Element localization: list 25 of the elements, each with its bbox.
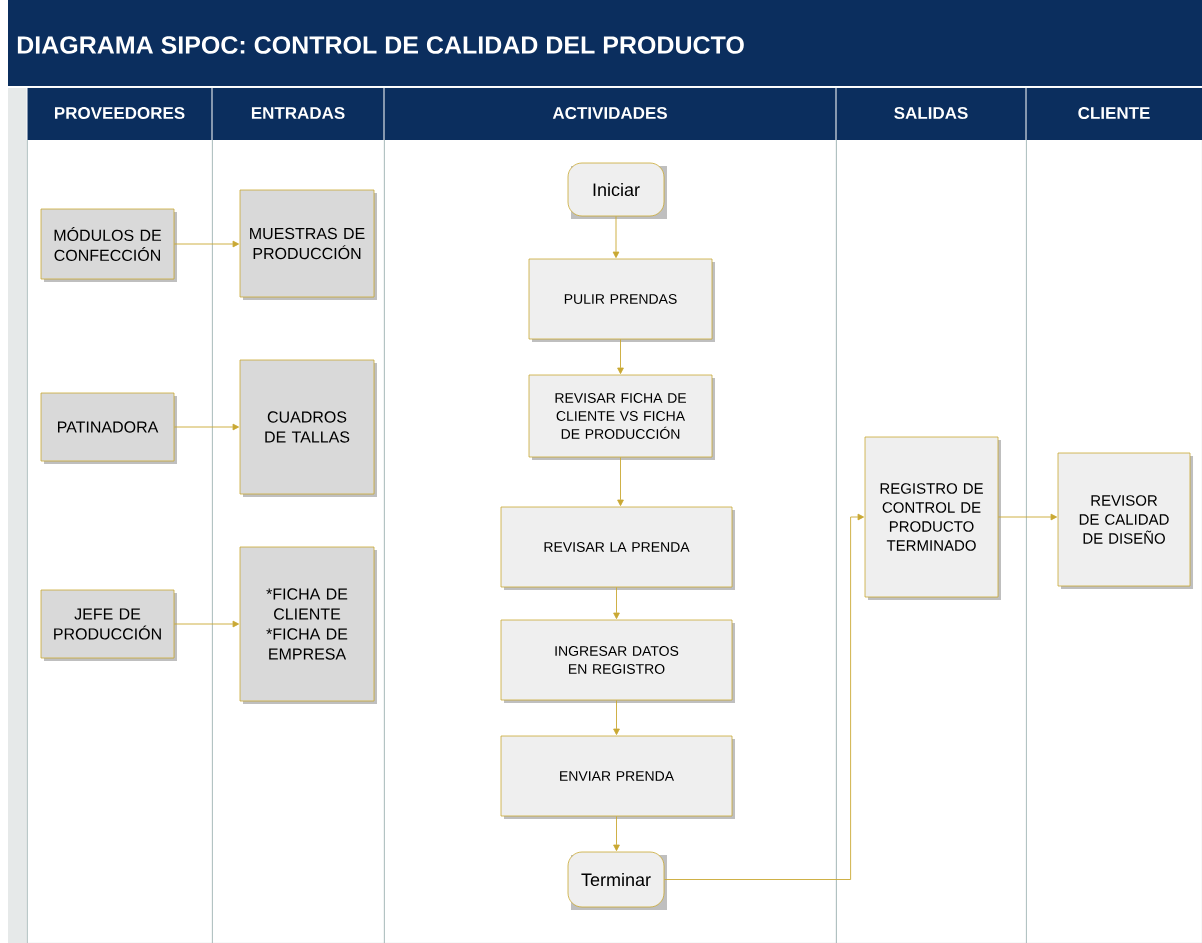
arrow — [173, 240, 240, 248]
process-box: INGRESAR DATOS EN REGISTRO — [500, 619, 735, 703]
supplier-box: JEFE DE PRODUCCIÓN — [40, 589, 177, 661]
input-box: CUADROS DE TALLAS — [239, 359, 377, 497]
arrow — [613, 815, 620, 852]
title-bar: DIAGRAMA SIPOC: CONTROL DE CALIDAD DEL PRODUCTO — [8, 0, 1202, 86]
arrow — [617, 456, 624, 507]
input-box: MUESTRAS DE PRODUCCIÓN — [239, 189, 377, 300]
output-box: REVISOR DE CALIDAD DE DISEÑO — [1057, 452, 1193, 589]
arrow — [997, 513, 1058, 521]
arrow — [663, 513, 865, 880]
arrow — [613, 699, 620, 736]
arrow — [617, 338, 624, 375]
process-box: REVISAR FICHA DE CLIENTE VS FICHA DE PRODUCCIÓN — [528, 374, 715, 460]
arrow — [612, 215, 620, 259]
input-box: *FICHA DE CLIENTE *FICHA DE EMPRESA — [239, 546, 377, 704]
output-box: REGISTRO DE CONTROL DE PRODUCTO TERMINADO — [864, 436, 1001, 600]
supplier-box: PATINADORA — [40, 392, 177, 464]
arrow — [613, 586, 620, 620]
process-box: REVISAR LA PRENDA — [500, 506, 735, 590]
supplier-box: MÓDULOS DE CONFECCIÓN — [40, 208, 177, 282]
arrow — [173, 620, 240, 628]
arrow — [173, 423, 240, 431]
process-box: ENVIAR PRENDA — [500, 735, 735, 819]
process-box: PULIR PRENDAS — [528, 258, 715, 342]
